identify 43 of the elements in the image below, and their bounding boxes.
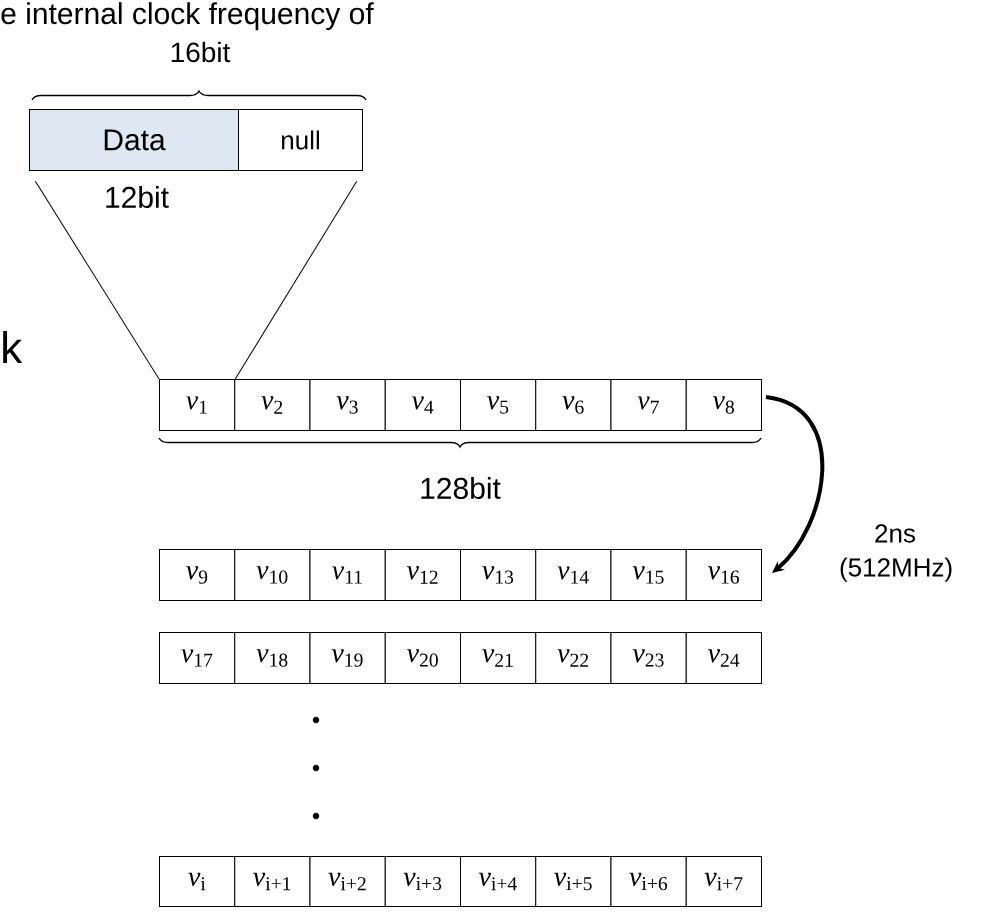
cell: v$_{19}$ (309, 632, 386, 684)
cell: v$_{i+4}$ (460, 856, 537, 907)
cell: v$_{12}$ (384, 549, 461, 601)
cell: v$_{17}$ (159, 632, 236, 684)
cell: v$_{i+2}$ (309, 856, 386, 907)
cell: v$_{2}$ (234, 379, 311, 431)
edge-label: 2ns (512MHz) (838, 523, 952, 583)
cell: v$_{5}$ (460, 379, 537, 431)
cell: v$_{13}$ (460, 549, 537, 601)
cell: v$_{4}$ (384, 379, 461, 431)
bit-width-label: 128bit (421, 477, 501, 499)
cell: v$_{i+7}$ (685, 856, 762, 907)
connector-line (234, 180, 358, 380)
cell: v$_{11}$ (309, 549, 386, 601)
cell: v$_{i+1}$ (234, 856, 311, 907)
field-box: null (238, 109, 363, 171)
cell: v$_{10}$ (234, 549, 311, 601)
cell: v$_{15}$ (610, 549, 687, 601)
cell: v$_{21}$ (460, 632, 537, 684)
cut-text: k (3, 331, 23, 363)
bit-width-label: 16bit (171, 41, 231, 63)
cell: v$_{18}$ (234, 632, 311, 684)
cell: v$_{7}$ (610, 379, 687, 431)
cell: v$_{1}$ (159, 379, 236, 431)
cell: v$_{i+5}$ (535, 856, 612, 907)
cell: v$_{i+6}$ (610, 856, 687, 907)
cell: v$_{24}$ (685, 632, 762, 684)
cell: v$_{16}$ (685, 549, 762, 601)
cell: v$_{14}$ (535, 549, 612, 601)
cell: v$_{20}$ (384, 632, 461, 684)
cell: v$_{i+3}$ (384, 856, 461, 907)
cell: v$_{23}$ (610, 632, 687, 684)
heading-text: e internal clock frequency of (1, 2, 374, 31)
cell: v$_{8}$ (685, 379, 762, 431)
connector-line (34, 180, 160, 380)
cell: v$_{6}$ (535, 379, 612, 431)
bit-width-label: 12bit (106, 186, 169, 208)
cell: v$_{9}$ (159, 549, 236, 601)
field-box: Data (29, 109, 239, 171)
cell: v$_{3}$ (309, 379, 386, 431)
cell: v$_{22}$ (535, 632, 612, 684)
arrow (765, 395, 825, 573)
cell: v$_{i}$ (159, 856, 236, 907)
